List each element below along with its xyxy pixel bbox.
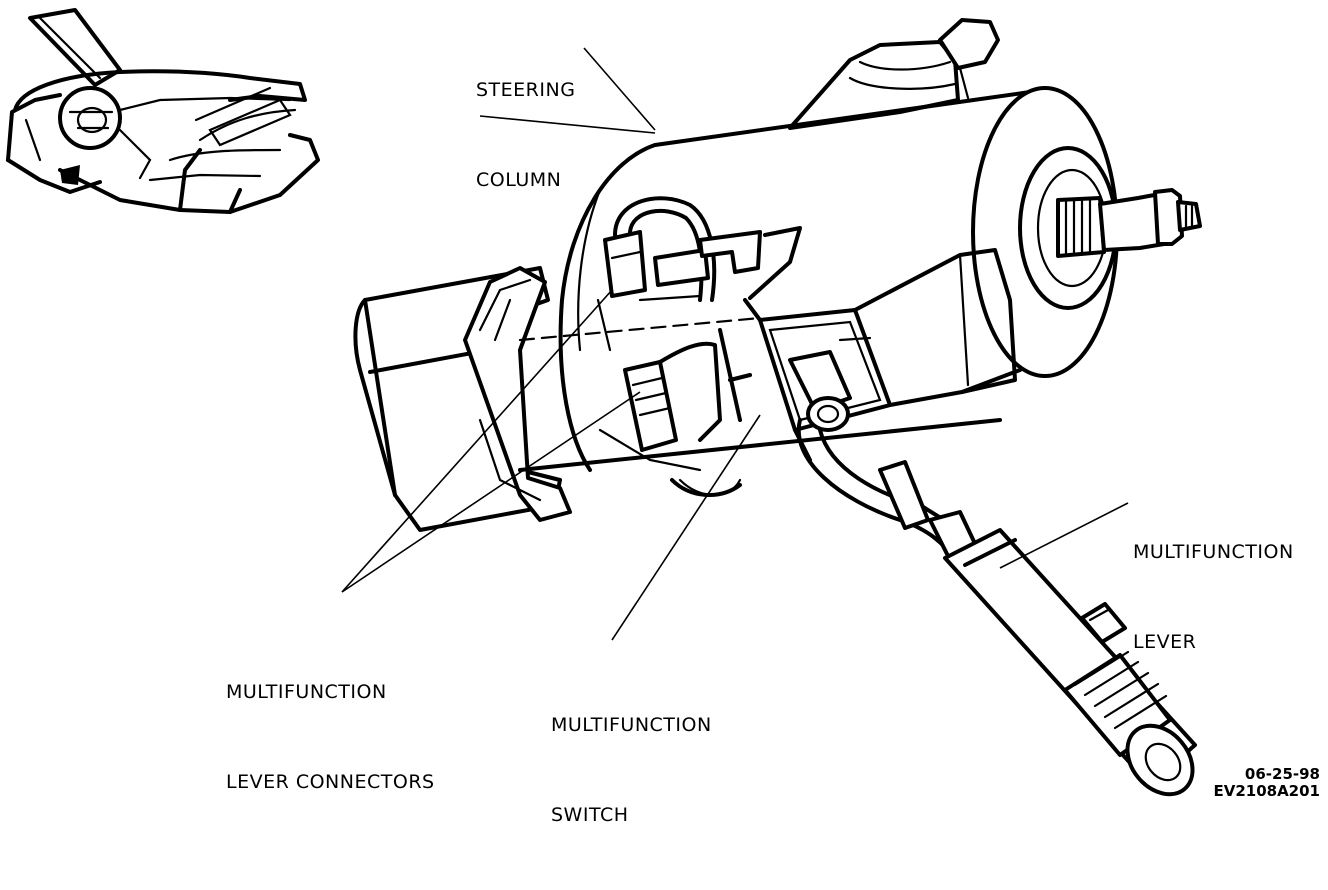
leader-steering-column: [583, 47, 656, 131]
figure-date: 06-25-98: [1244, 765, 1320, 783]
leader-multifunction-lever: [999, 502, 1129, 569]
leader-lines: [341, 47, 1129, 641]
multifunction-lever-label: MULTIFUNCTION LEVER: [1133, 477, 1294, 717]
vehicle-locator-inset: [6, 8, 320, 214]
leader-steering-column-top: [479, 115, 656, 134]
lever-connectors-label-line2: LEVER CONNECTORS: [226, 771, 435, 793]
steering-column-label: STEERING COLUMN: [476, 15, 575, 255]
leader-multifunction-switch: [611, 414, 761, 641]
steering-column-illustration: [6, 8, 1202, 797]
steering-column-body: [353, 18, 1202, 532]
figure-id: EV2108A201: [1213, 782, 1320, 800]
leader-lever-connector-2: [341, 391, 641, 593]
multifunction-switch-label: MULTIFUNCTION SWITCH: [551, 650, 712, 890]
multifunction-lever-label-line2: LEVER: [1133, 631, 1197, 653]
multifunction-switch-label-line2: SWITCH: [551, 804, 629, 826]
steering-column-label-line2: COLUMN: [476, 169, 562, 191]
multifunction-lever-drawing: [796, 418, 1197, 797]
steering-column-label-line1: STEERING: [476, 79, 576, 101]
lever-connectors-label-line1: MULTIFUNCTION: [226, 681, 387, 703]
figure-code: 06-25-98 EV2108A201: [1213, 766, 1320, 800]
multifunction-switch-label-line1: MULTIFUNCTION: [551, 714, 712, 736]
lever-connectors-label: MULTIFUNCTION LEVER CONNECTORS: [226, 617, 435, 857]
multifunction-lever-label-line1: MULTIFUNCTION: [1133, 541, 1294, 563]
leader-lever-connector-1: [341, 289, 613, 593]
diagram-canvas: STEERING COLUMN MULTIFUNCTION LEVER MULT…: [6, 8, 1320, 826]
